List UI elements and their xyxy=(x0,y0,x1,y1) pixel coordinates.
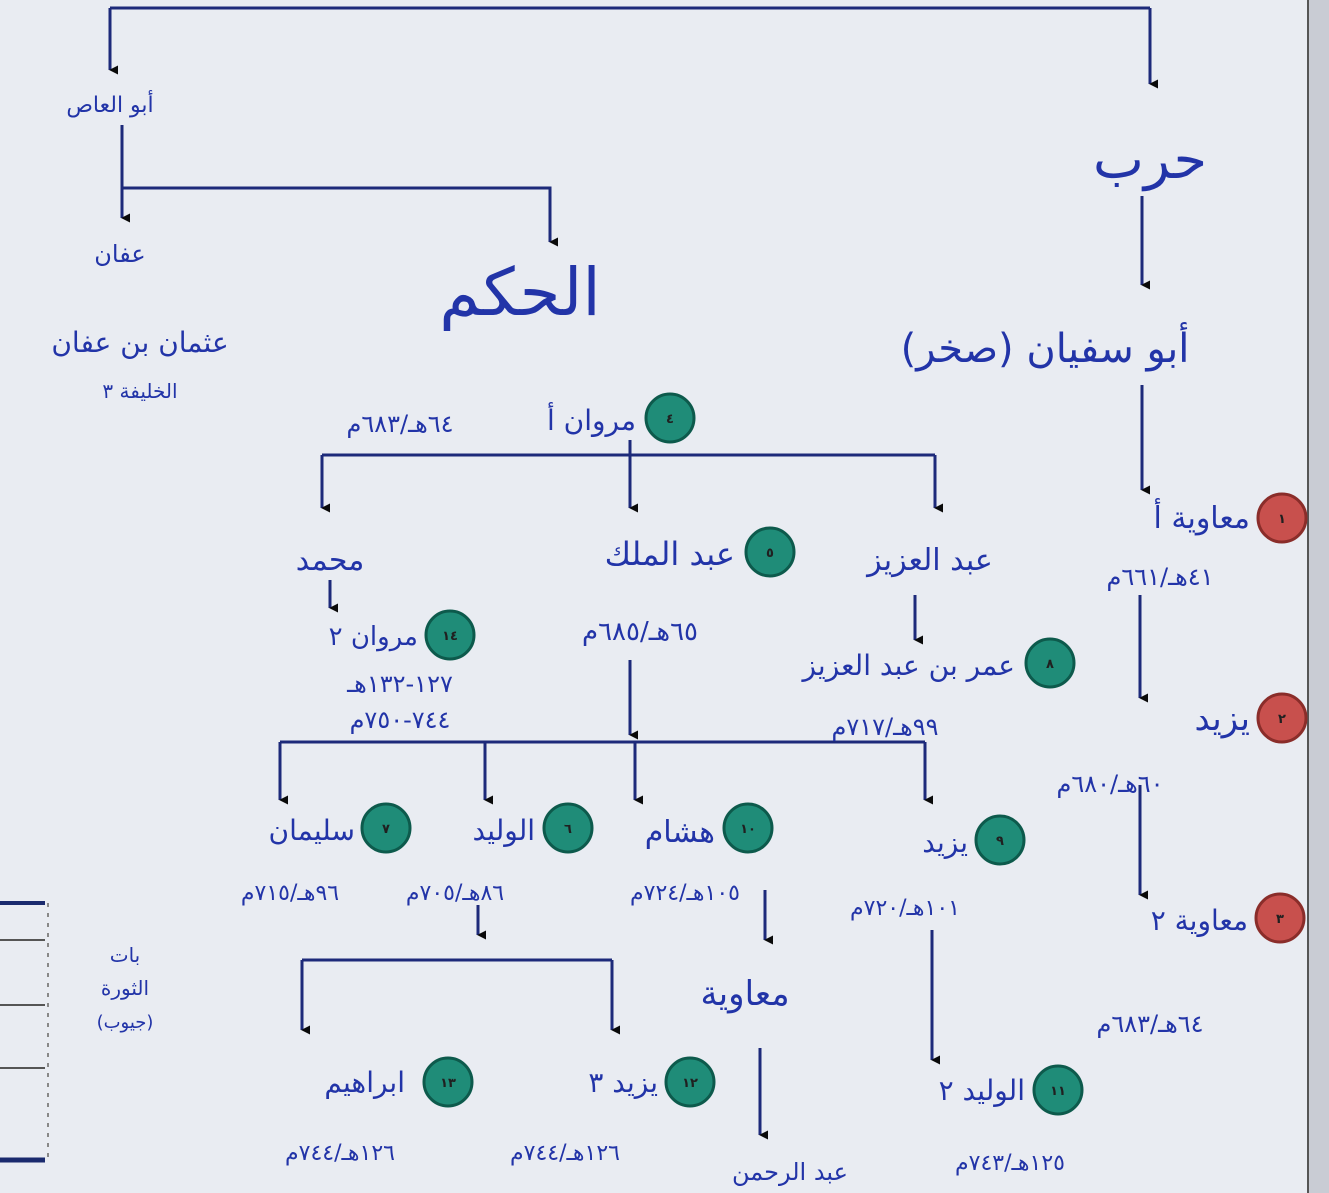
caliph-date: ٨٦هـ/٧٠٥م xyxy=(406,881,504,906)
name-abd-al-rahman: عبد الرحمن xyxy=(732,1158,848,1186)
badge-number: ١٢ xyxy=(682,1076,698,1091)
side-note-line1: بات xyxy=(110,943,141,967)
badge-number: ٥ xyxy=(766,546,774,561)
name-affan: عفان xyxy=(94,240,145,268)
caliph-date: ١٢٥هـ/٧٤٣م xyxy=(955,1151,1065,1176)
caliph-date: ١٠٥هـ/٧٢٤م xyxy=(630,881,740,906)
badge-abd-al-malik xyxy=(744,526,796,578)
name-uthman-note: الخليفة ٣ xyxy=(102,379,177,403)
caliph-date: ٧٤٤-٧٥٠م xyxy=(350,706,451,734)
name-abu-sufyan: أبو سفيان (صخر) xyxy=(901,322,1190,372)
badge-number: ٩ xyxy=(996,834,1004,849)
badge-marwan2 xyxy=(424,609,476,661)
caliph-muawiya1: ١ معاوية أ ٤١هـ/٦٦١م xyxy=(1106,492,1308,591)
name-abu-al-as: أبو العاص xyxy=(66,90,153,118)
badge-marwan1 xyxy=(644,392,696,444)
badge-yazid3 xyxy=(664,1056,716,1108)
caliph-date: ١٢٧-١٣٢هـ xyxy=(346,670,453,698)
badge-number: ٣ xyxy=(1276,912,1284,927)
caliph-abd-al-malik: ٥ عبد الملك ٦٥هـ/٦٨٥م xyxy=(582,526,796,647)
side-note-line2: الثورة xyxy=(101,976,149,1000)
left-side-box xyxy=(0,901,49,1163)
caliph-walid1: ٦ الوليد ٨٦هـ/٧٠٥م xyxy=(406,802,594,906)
bar-to-al-hakam xyxy=(122,186,559,247)
badge-number: ١٤ xyxy=(442,629,458,644)
caliph-umar: ٨ عمر بن عبد العزيز ٩٩هـ/٧١٧م xyxy=(800,637,1076,741)
caliph-marwan2: ١٤ مروان ٢ ١٢٧-١٣٢هـ ٧٤٤-٧٥٠م xyxy=(329,609,476,734)
badge-walid1 xyxy=(542,802,594,854)
caliph-yazid2: ٩ يزيد ١٠١هـ/٧٢٠م xyxy=(850,814,1026,921)
badge-number: ١١ xyxy=(1050,1084,1066,1099)
badge-number: ٤ xyxy=(666,412,674,427)
badge-walid2 xyxy=(1032,1064,1084,1116)
badge-ibrahim xyxy=(422,1056,474,1108)
names: أبو العاص حرب عفان الحكم عثمان بن عفان ا… xyxy=(51,90,1207,1186)
caliph-name: سليمان xyxy=(269,814,355,847)
side-note-line3: (جيوب) xyxy=(97,1012,154,1033)
name-uthman: عثمان بن عفان xyxy=(51,326,228,359)
caliph-date: ٦٥هـ/٦٨٥م xyxy=(582,617,698,647)
side-note: بات الثورة (جيوب) xyxy=(97,943,154,1033)
name-muhammad: محمد xyxy=(296,543,365,578)
badge-yazid2 xyxy=(974,814,1026,866)
caliph-name: عبد الملك xyxy=(605,535,735,573)
caliph-name: ابراهيم xyxy=(324,1066,405,1099)
name-al-hakam: الحكم xyxy=(439,254,600,331)
caliph-date: ٦٤هـ/٦٨٣م xyxy=(346,410,453,438)
name-harb: حرب xyxy=(1093,128,1207,191)
caliph-muawiya2: ٣ معاوية ٢ ٦٤هـ/٦٨٣م xyxy=(1096,892,1306,1038)
badge-muawiya2 xyxy=(1254,892,1306,944)
caliph-name: الوليد ٢ xyxy=(939,1074,1025,1107)
caliph-walid2: ١١ الوليد ٢ ١٢٥هـ/٧٤٣م xyxy=(939,1064,1084,1176)
caliph-name: معاوية أ xyxy=(1154,497,1250,536)
caliph-date: ١٢٦هـ/٧٤٤م xyxy=(285,1141,395,1166)
caliph-yazid3: ١٢ يزيد ٣ ١٢٦هـ/٧٤٤م xyxy=(510,1056,716,1166)
caliph-date: ٩٦هـ/٧١٥م xyxy=(241,881,339,906)
caliph-date: ٦٤هـ/٦٨٣م xyxy=(1096,1010,1203,1038)
caliph-name: الوليد xyxy=(473,814,535,847)
caliph-date: ١٠١هـ/٧٢٠م xyxy=(850,896,960,921)
badge-hisham xyxy=(722,802,774,854)
caliph-name: يزيد ٣ xyxy=(588,1066,658,1099)
caliph-sulayman: ٧ سليمان ٩٦هـ/٧١٥م xyxy=(241,802,412,906)
badge-yazid1 xyxy=(1256,692,1308,744)
caliph-ibrahim: ١٣ ابراهيم ١٢٦هـ/٧٤٤م xyxy=(285,1056,474,1166)
caliph-date: ٤١هـ/٦٦١م xyxy=(1106,563,1213,591)
name-abd-al-aziz: عبد العزيز xyxy=(865,543,993,578)
caliph-name: يزيد xyxy=(922,826,968,859)
caliph-name: هشام xyxy=(645,815,715,850)
caliph-hisham: ١٠ هشام ١٠٥هـ/٧٢٤م xyxy=(630,802,774,906)
caliph-name: عمر بن عبد العزيز xyxy=(800,649,1015,682)
badge-number: ١٣ xyxy=(440,1076,456,1091)
paper-right-edge xyxy=(1308,0,1329,1193)
caliph-date: ٩٩هـ/٧١٧م xyxy=(831,713,938,741)
badge-number: ١٠ xyxy=(740,822,756,837)
badge-sulayman xyxy=(360,802,412,854)
badge-number: ٦ xyxy=(564,822,572,837)
badge-number: ١ xyxy=(1278,512,1286,527)
caliph-name: يزيد xyxy=(1194,699,1250,739)
badge-number: ٨ xyxy=(1046,657,1054,672)
caliph-date: ١٢٦هـ/٧٤٤م xyxy=(510,1141,620,1166)
badge-number: ٢ xyxy=(1278,712,1286,727)
caliph-date: ٦٠هـ/٦٨٠م xyxy=(1056,770,1163,798)
caliph-yazid1: ٢ يزيد ٦٠هـ/٦٨٠م xyxy=(1056,692,1308,798)
badge-muawiya1 xyxy=(1256,492,1308,544)
name-muawiya-son: معاوية xyxy=(700,974,789,1014)
caliph-name: مروان أ xyxy=(547,401,636,437)
connector-lines xyxy=(108,6,1159,1140)
badge-umar xyxy=(1024,637,1076,689)
caliph-name: معاوية ٢ xyxy=(1151,904,1248,937)
badge-number: ٧ xyxy=(382,822,390,837)
caliph-marwan1: ٤ مروان أ ٦٤هـ/٦٨٣م xyxy=(346,392,696,444)
caliph-name: مروان ٢ xyxy=(329,622,418,652)
